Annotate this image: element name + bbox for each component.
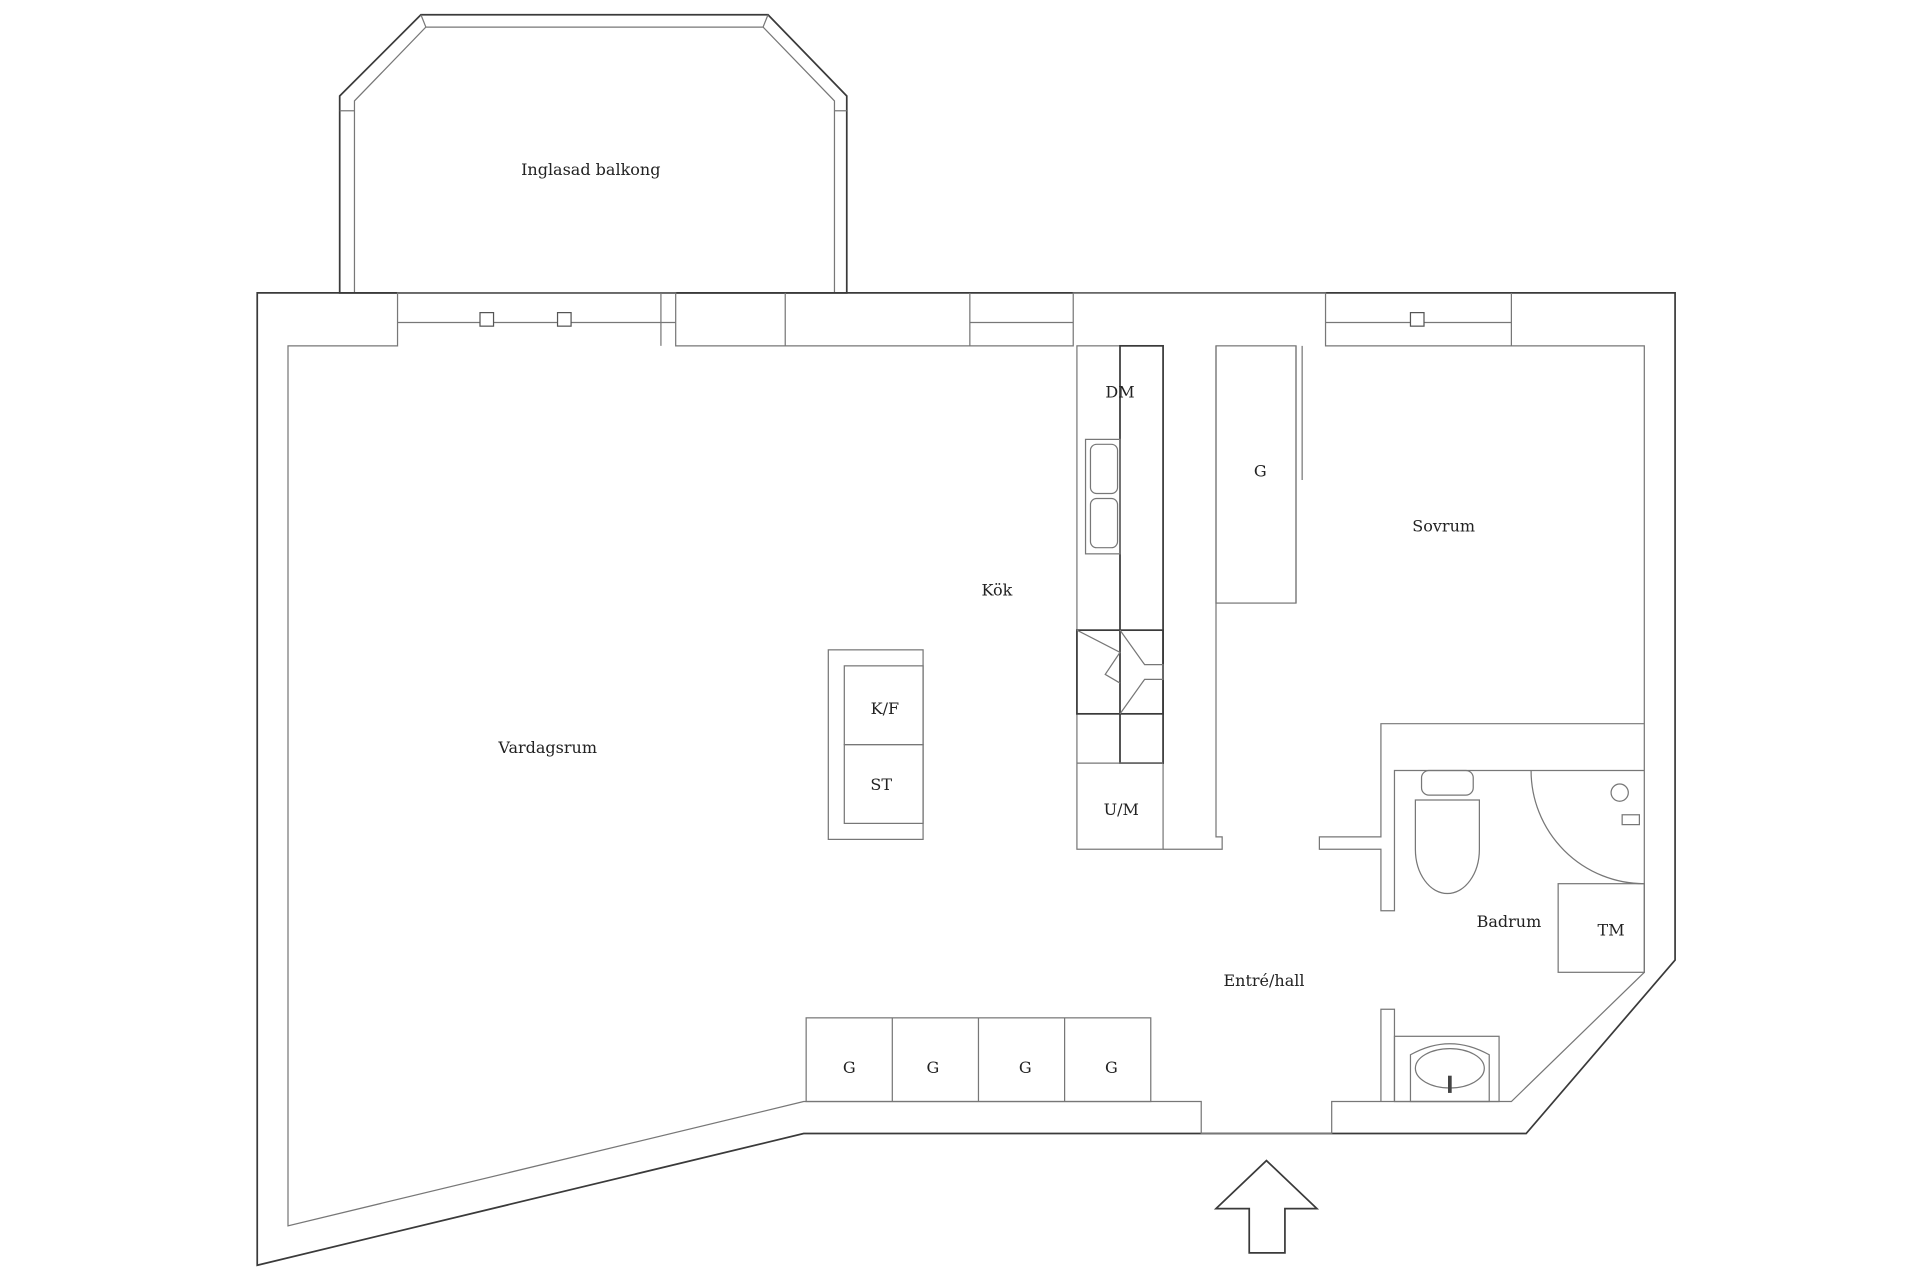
kitchen-counter (1076, 344, 1164, 850)
shower-icon (1530, 770, 1645, 885)
window (397, 292, 1512, 346)
balcony (338, 13, 848, 294)
sink-icon (1393, 1035, 1500, 1103)
outer-wall (256, 292, 1676, 1267)
washer-box (1557, 883, 1645, 973)
room-label-living: Vardagsrum (497, 738, 597, 757)
wardrobe (1215, 345, 1303, 604)
hall-wardrobes (805, 1017, 1152, 1103)
label-stove: ST (870, 775, 892, 794)
wall (1318, 723, 1645, 912)
kitchen-island (827, 649, 924, 840)
label-oven-micro: U/M (1104, 800, 1139, 819)
label-washer: TM (1598, 920, 1625, 939)
wall (1380, 1008, 1396, 1102)
label-hall-wardrobe: G (1105, 1058, 1118, 1077)
label-hall-wardrobe: G (843, 1058, 856, 1077)
wall (1163, 345, 1223, 850)
toilet-icon (1414, 769, 1480, 895)
label-dishwasher: DM (1105, 383, 1134, 402)
label-hall-wardrobe: G (927, 1058, 940, 1077)
label-fridge-freezer: K/F (871, 699, 899, 718)
label-wardrobe: G (1254, 461, 1267, 480)
inner-wall (287, 292, 1645, 1227)
room-label-hall: Entré/hall (1223, 971, 1304, 990)
room-label-bathroom: Badrum (1477, 912, 1542, 931)
room-label-bedroom: Sovrum (1412, 517, 1475, 536)
room-label-balcony: Inglasad balkong (521, 160, 660, 179)
label-hall-wardrobe: G (1019, 1058, 1032, 1077)
entrance-arrow-icon (1213, 1159, 1320, 1254)
room-label-kitchen: Kök (981, 581, 1012, 600)
